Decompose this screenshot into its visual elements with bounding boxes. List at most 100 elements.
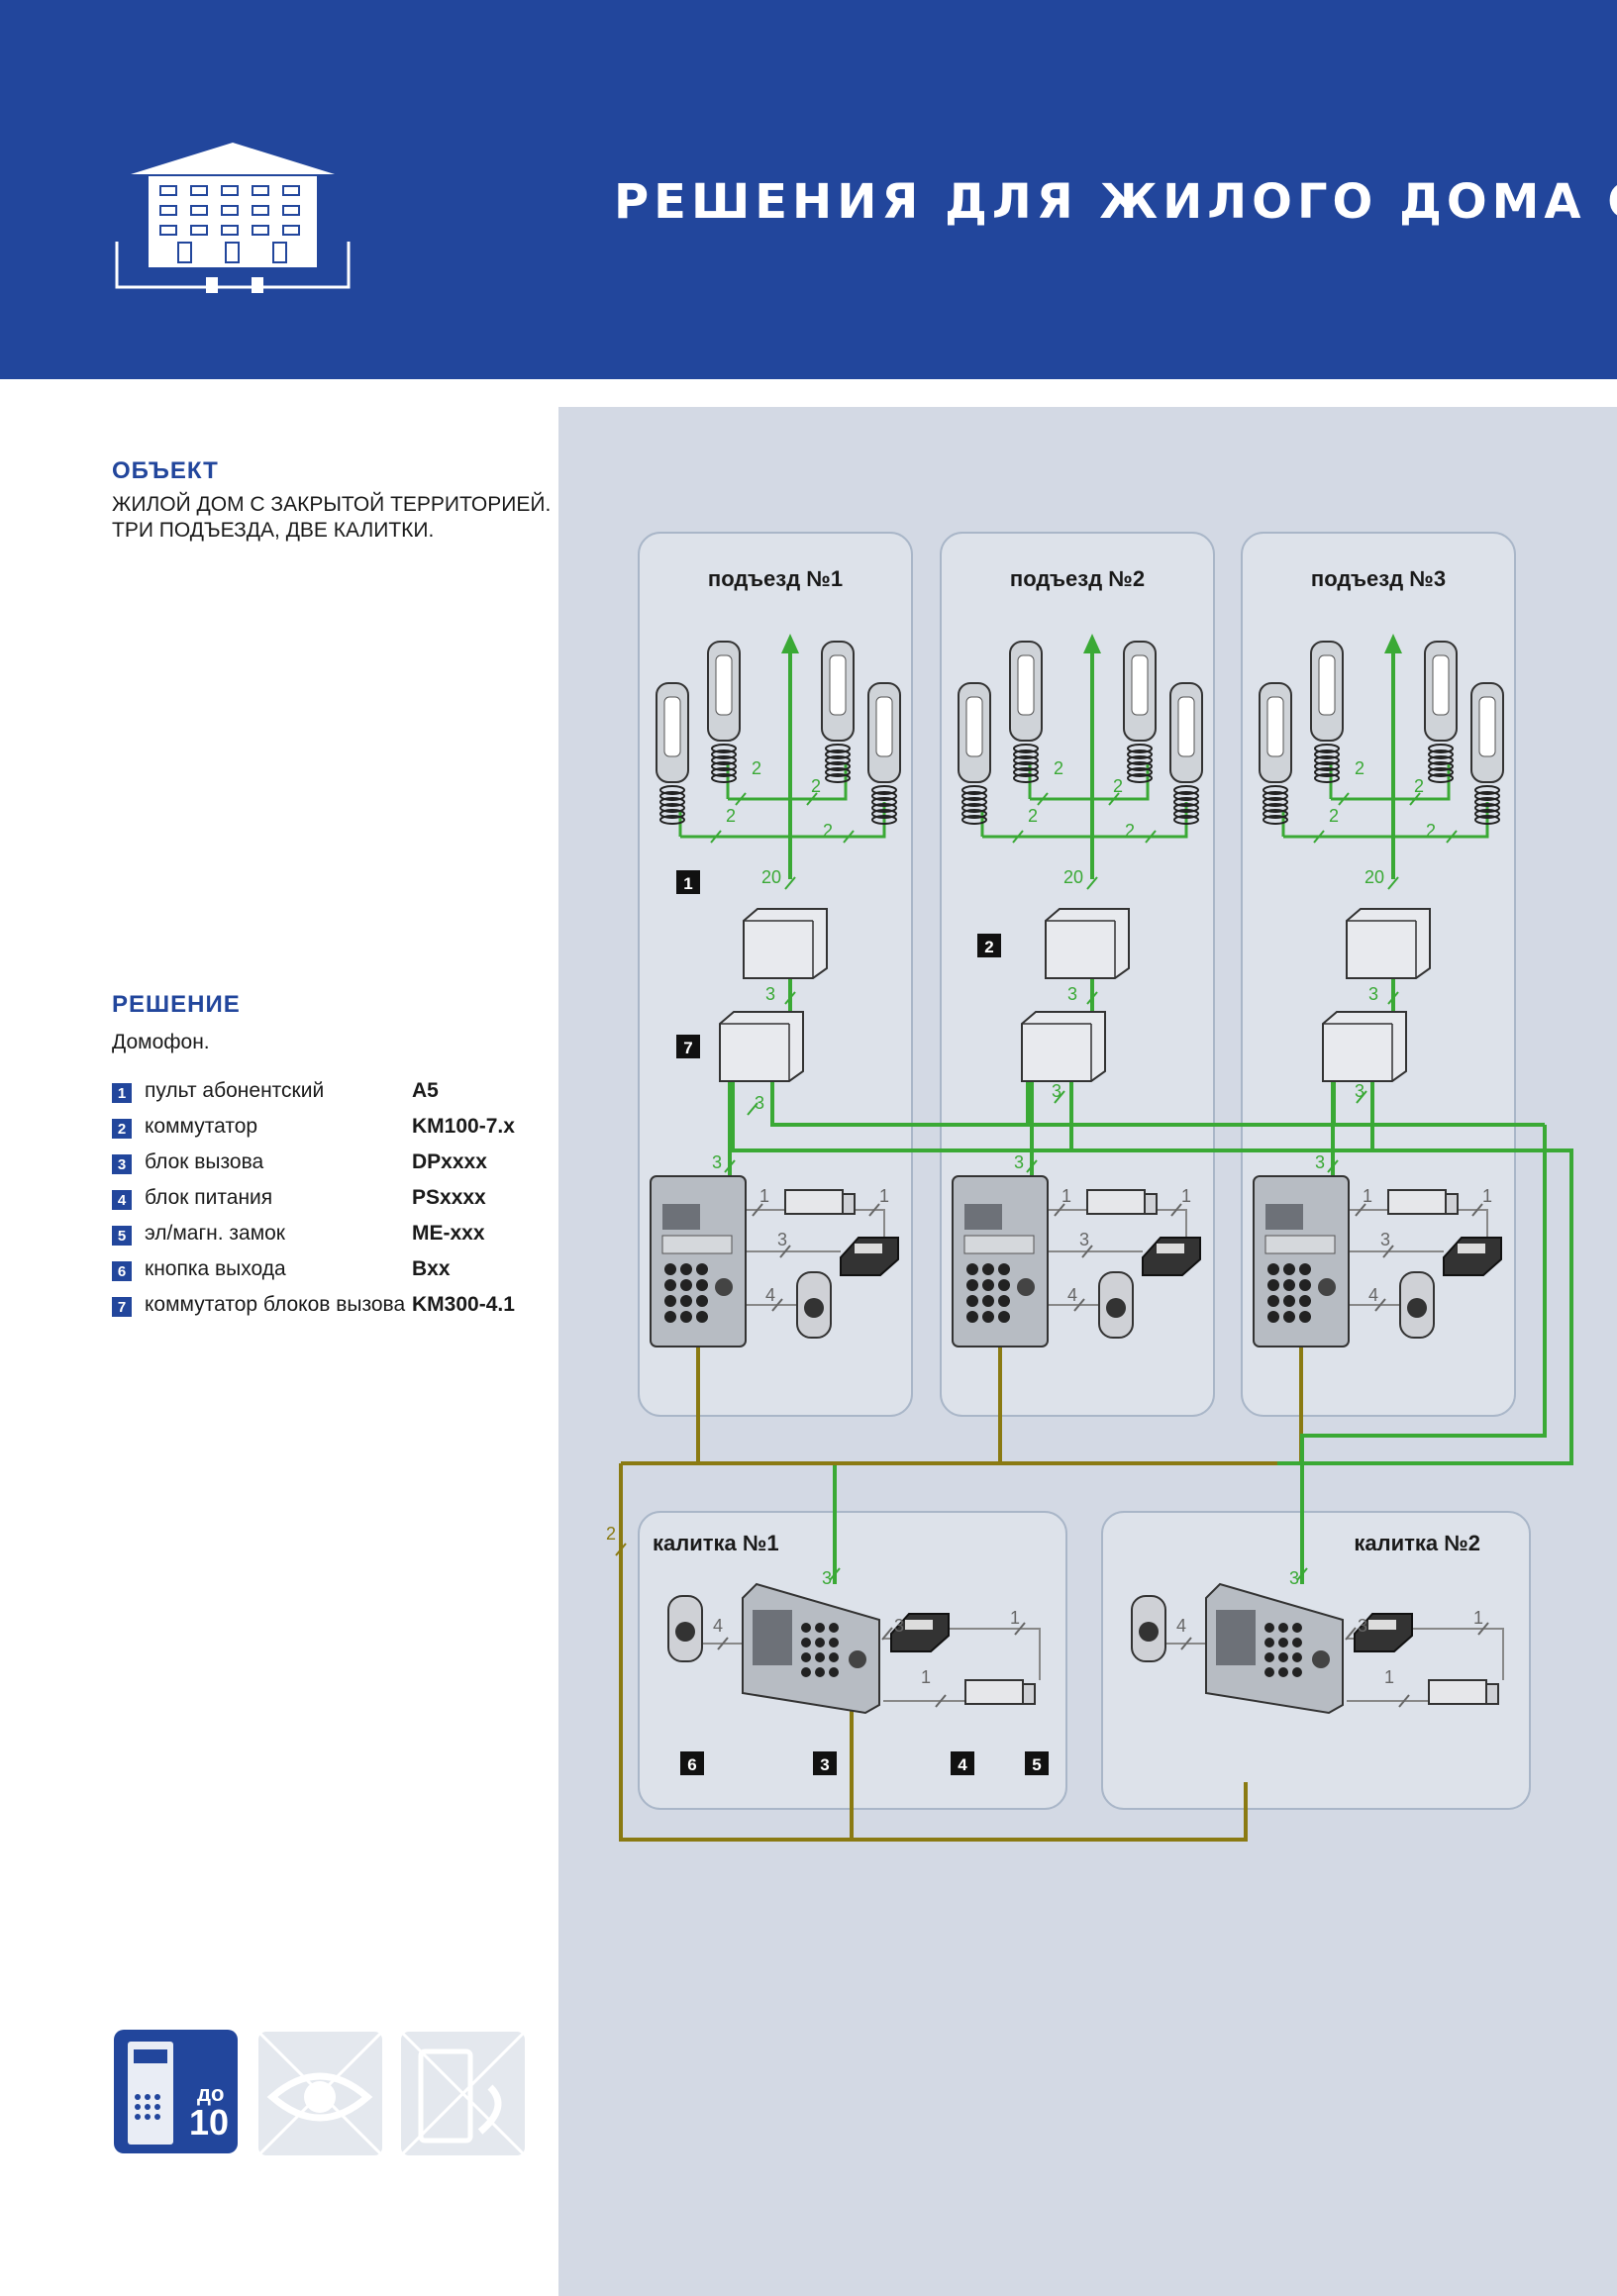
access-control-icon <box>399 2030 527 2157</box>
wire-tick <box>1037 792 1049 806</box>
wire-tick <box>1086 876 1098 890</box>
power-supply-icon <box>840 1237 899 1276</box>
magnetic-lock-icon <box>784 1189 856 1215</box>
wire-count-label: 2 <box>1414 776 1424 796</box>
wire-tick <box>747 1102 758 1116</box>
legend-number: 1 <box>112 1083 132 1103</box>
header-band: РЕШЕНИЯ ДЛЯ ЖИЛОГО ДОМА С <box>0 0 1617 379</box>
wire-tick <box>779 1245 791 1258</box>
switch-module-icon <box>1045 908 1130 979</box>
wire-tick <box>1081 1245 1093 1258</box>
wire-count-label: 3 <box>765 984 775 1004</box>
lock-wire <box>1412 1628 1504 1680</box>
handset-icon <box>1310 641 1344 783</box>
legend-code: DPxxxx <box>412 1150 487 1173</box>
magnetic-lock-icon <box>1387 1189 1459 1215</box>
wire-count-label: 2 <box>823 821 833 841</box>
wire-tick <box>1374 1298 1386 1312</box>
legend-code: ME-xxx <box>412 1222 485 1245</box>
wire-count-label: 3 <box>712 1152 722 1172</box>
gate-call-panel-icon <box>742 1582 880 1715</box>
wire-tick <box>843 830 855 844</box>
magnetic-lock-icon <box>964 1679 1036 1705</box>
handset-icon <box>867 682 901 825</box>
wire-tick <box>615 1543 627 1556</box>
lock-wire <box>1157 1209 1187 1238</box>
wire-tick <box>1409 792 1421 806</box>
handset-icon <box>1123 641 1157 783</box>
callout-number: 6 <box>687 1755 696 1774</box>
object-line-2: ТРИ ПОДЪЕЗДА, ДВЕ КАЛИТКИ. <box>112 519 435 542</box>
callout-number: 1 <box>683 874 692 893</box>
switch-module-icon <box>1322 1011 1407 1082</box>
riser-arrow-icon <box>781 634 799 653</box>
power-supply-icon <box>1354 1613 1413 1652</box>
wire-tick <box>1338 792 1350 806</box>
legend-code: KM100-7.x <box>412 1115 515 1138</box>
wire-count-label: 20 <box>1364 867 1384 887</box>
solution-heading: РЕШЕНИЕ <box>112 991 241 1018</box>
wire-count-label: 1 <box>921 1667 931 1687</box>
handset-icon <box>821 641 855 783</box>
handset-wire <box>790 802 886 839</box>
legend-name: эл/магн. замок <box>145 1222 285 1245</box>
wire-count-label: 3 <box>1014 1152 1024 1172</box>
wire-count-label: 1 <box>1010 1608 1020 1628</box>
wire-count-label: 1 <box>1181 1186 1191 1206</box>
icon-label-top: до <box>197 2081 224 2106</box>
wire-count-label: 2 <box>1113 776 1123 796</box>
wire-count-label: 3 <box>1355 1081 1364 1101</box>
wire-tick <box>1446 830 1458 844</box>
wire-tick <box>1398 1694 1410 1708</box>
wire-count-label: 1 <box>879 1186 889 1206</box>
house-icon <box>115 143 351 293</box>
wire-tick <box>1014 1622 1026 1636</box>
wire-tick <box>1073 1298 1085 1312</box>
handset-icon <box>1424 641 1458 783</box>
legend-code: PSxxxx <box>412 1186 486 1209</box>
magnetic-lock-icon <box>1428 1679 1499 1705</box>
call-panel-icon <box>1253 1175 1350 1348</box>
wire-tick <box>710 830 722 844</box>
wire-tick <box>1086 991 1098 1005</box>
lock-wire <box>1458 1209 1488 1238</box>
wire-tick <box>1170 1203 1182 1217</box>
handset-icon <box>707 641 741 783</box>
entrance-title: подъезд №2 <box>1010 566 1145 591</box>
legend-number: 2 <box>112 1119 132 1139</box>
switch-module-icon <box>1346 908 1431 979</box>
wire-tick <box>724 1159 736 1173</box>
legend-name: кнопка выхода <box>145 1257 286 1280</box>
wire-tick <box>1012 830 1024 844</box>
object-heading: ОБЪЕКТ <box>112 457 219 484</box>
wire-tick <box>881 1627 893 1641</box>
wire-count-label: 2 <box>752 758 761 778</box>
wire-tick <box>1356 1090 1367 1104</box>
wire-count-label: 3 <box>1358 1616 1367 1636</box>
wire-count-label: 3 <box>1052 1081 1061 1101</box>
wire-tick <box>1345 1627 1357 1641</box>
call-bus-wire <box>1300 1125 1547 1584</box>
wire-tick <box>1477 1622 1489 1636</box>
wire-count-label: 2 <box>1054 758 1063 778</box>
wire-tick <box>1471 1203 1483 1217</box>
legend-number: 5 <box>112 1226 132 1246</box>
legend-number: 6 <box>112 1261 132 1281</box>
handset-icon <box>1009 641 1043 783</box>
wire-count-label: 3 <box>1079 1230 1089 1249</box>
legend-code: A5 <box>412 1079 439 1102</box>
switch-module-icon <box>1021 1011 1106 1082</box>
gate-title: калитка №1 <box>653 1531 779 1555</box>
wire-count-label: 2 <box>1125 821 1135 841</box>
riser-arrow-icon <box>1083 634 1101 653</box>
wire-count-label: 2 <box>726 806 736 826</box>
bus-wire <box>619 1463 1248 1842</box>
legend-item: 5 эл/магн. замок ME-xxx <box>112 1222 548 1257</box>
wire-count-label: 2 <box>811 776 821 796</box>
door-station-count-icon: до 10 <box>114 2030 238 2153</box>
wire-count-label: 1 <box>1482 1186 1492 1206</box>
